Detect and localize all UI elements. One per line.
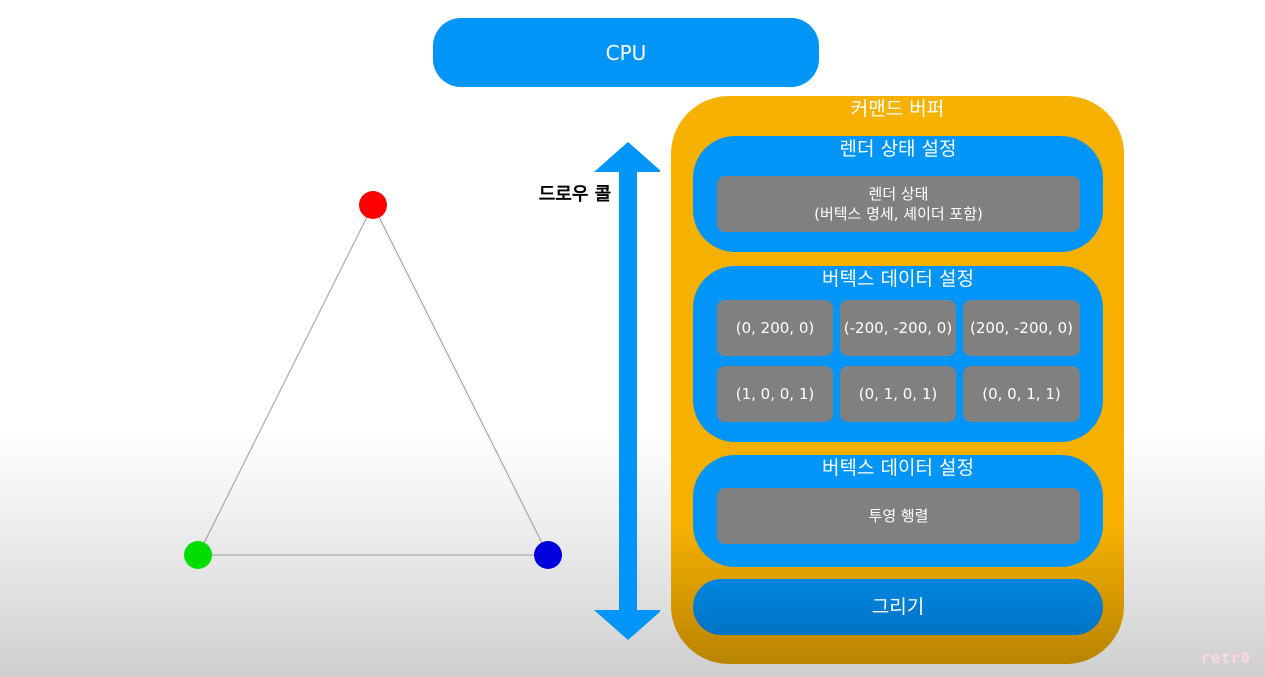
position-cell: (-200, -200, 0) [840, 300, 956, 356]
draw-section-title: 그리기 [871, 596, 925, 618]
cpu-label: CPU [605, 40, 647, 65]
projection-section: 버텍스 데이터 설정 투영 행렬 [693, 455, 1103, 567]
render-state-title: 렌더 상태 설정 [839, 138, 957, 160]
edge-top-right [372, 204, 549, 556]
watermark-logo: retr0 [1200, 649, 1251, 667]
render-state-box-line1: 렌더 상태 [868, 185, 929, 203]
vertex-data-title: 버텍스 데이터 설정 [822, 268, 974, 290]
edge-top-left [197, 204, 374, 556]
position-cell: (200, -200, 0) [963, 300, 1080, 356]
draw-call-arrow [594, 142, 660, 640]
projection-matrix-box: 투영 행렬 [717, 488, 1080, 544]
triangle-diagram [184, 142, 660, 640]
triangle-edges [197, 204, 549, 556]
vertex-blue [534, 541, 562, 569]
color-cell: (1, 0, 0, 1) [717, 366, 833, 422]
color-cell: (0, 1, 0, 1) [840, 366, 956, 422]
command-buffer-title: 커맨드 버퍼 [850, 98, 945, 120]
vertex-green [184, 541, 212, 569]
color-cell: (0, 0, 1, 1) [963, 366, 1080, 422]
render-state-box: 렌더 상태 (버텍스 명세, 셰이더 포함) [717, 176, 1080, 232]
vertex-red [359, 191, 387, 219]
render-state-box-line2: (버텍스 명세, 셰이더 포함) [814, 205, 983, 223]
draw-section: 그리기 [693, 579, 1103, 635]
cpu-box: CPU [433, 18, 819, 87]
render-state-section: 렌더 상태 설정 렌더 상태 (버텍스 명세, 셰이더 포함) [693, 136, 1103, 252]
vertex-data-section: 버텍스 데이터 설정 (0, 200, 0) (-200, -200, 0) (… [693, 266, 1103, 442]
projection-section-title: 버텍스 데이터 설정 [822, 457, 974, 479]
position-cell: (0, 200, 0) [717, 300, 833, 356]
draw-call-label: 드로우 콜 [538, 184, 612, 205]
